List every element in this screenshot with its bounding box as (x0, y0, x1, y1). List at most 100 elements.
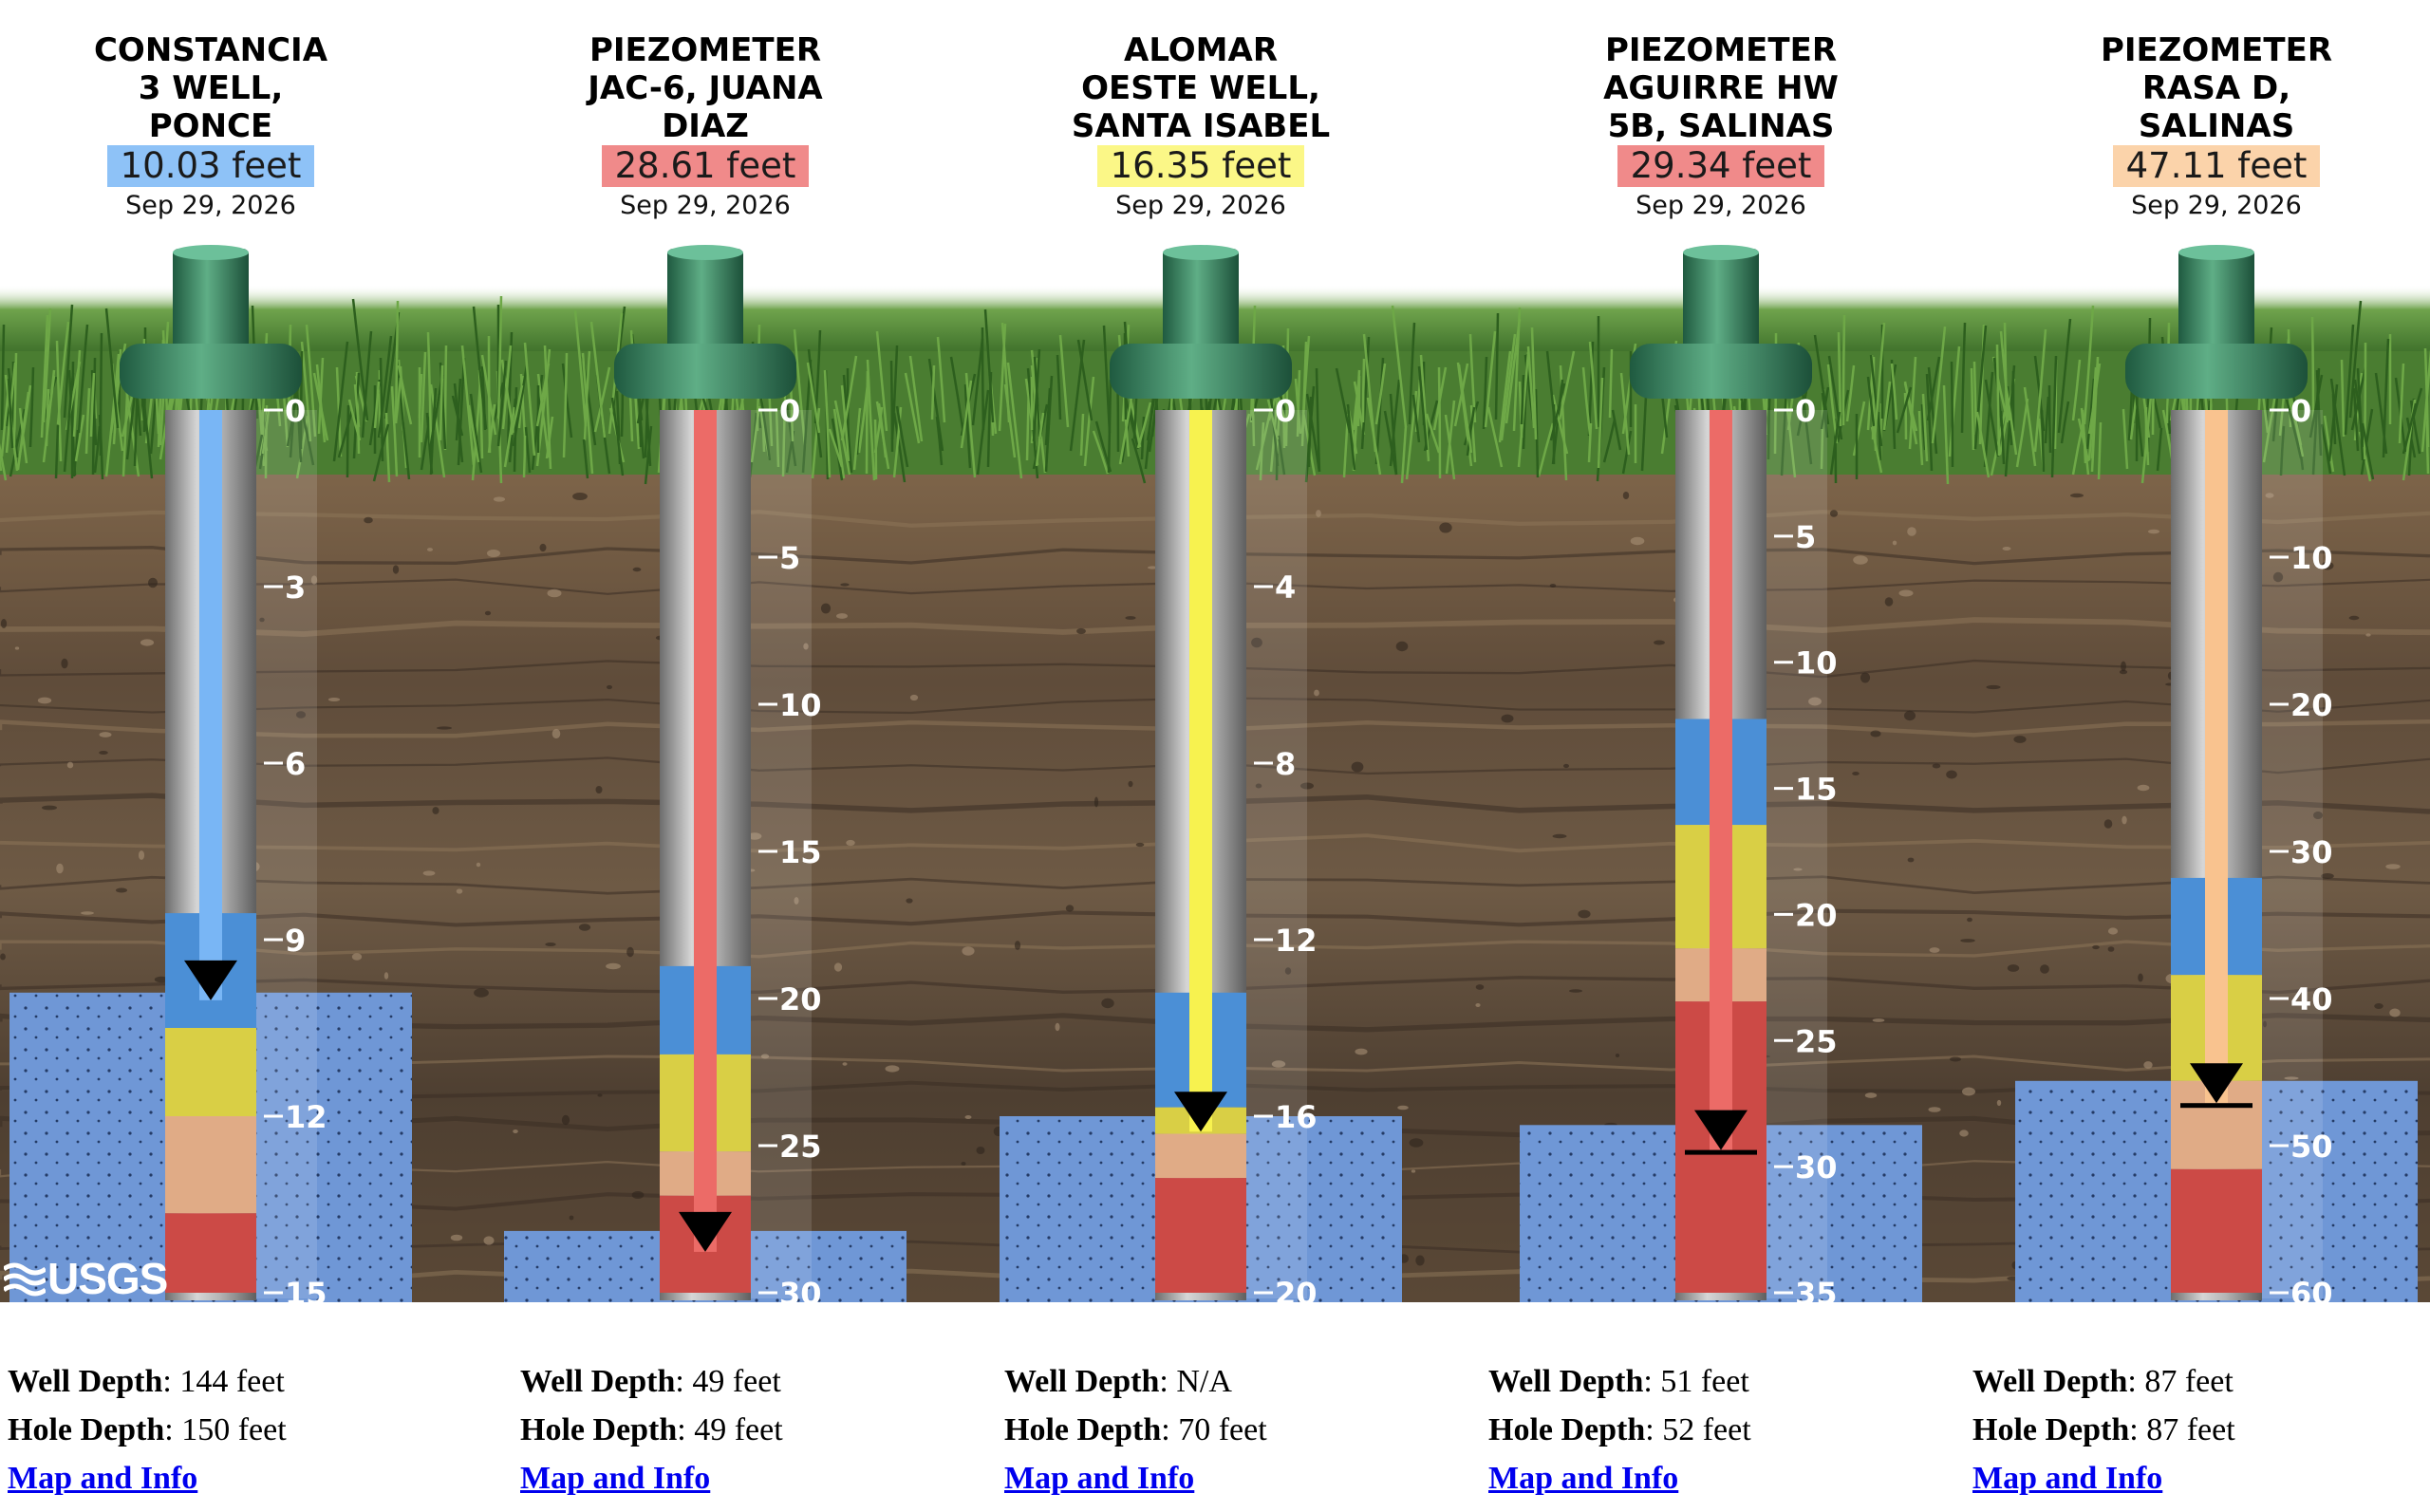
well-depth-row: Well Depth: 87 feet (1972, 1357, 2430, 1406)
well-cap-stem (1683, 249, 1759, 353)
scale-tick-label: 8 (1275, 746, 1296, 782)
well-depth-value: : 49 feet (675, 1364, 781, 1399)
well-cap-stem (173, 249, 249, 353)
water-level-marker-icon (2190, 1063, 2243, 1104)
scale-tick-label: 20 (2290, 687, 2333, 723)
map-and-info-link[interactable]: Map and Info (1972, 1461, 2163, 1496)
well-depth-value: : 87 feet (2127, 1364, 2234, 1399)
measurement-date: Sep 29, 2026 (2131, 191, 2302, 220)
scale-tick-label: 25 (1795, 1023, 1838, 1059)
scale-tick-label: 25 (779, 1129, 822, 1165)
well-name-line: OESTE WELL, (1081, 69, 1320, 107)
scale-tick-label: 16 (1275, 1099, 1318, 1135)
scale-tick-label: 40 (2290, 981, 2333, 1017)
well-cap-flange (1110, 344, 1292, 399)
scale-tick-label: 5 (779, 540, 800, 576)
well-name-line: CONSTANCIA (93, 31, 328, 69)
scale-tick-label: 4 (1275, 569, 1296, 606)
scale-tick-label: 15 (779, 834, 822, 870)
water-level-marker-icon (679, 1211, 732, 1252)
well-name-line: SALINAS (2138, 107, 2295, 145)
well-name-line: PIEZOMETER (589, 31, 821, 69)
well-name-line: DIAZ (662, 107, 749, 145)
well-cap-flange (120, 344, 302, 399)
band-red (1155, 1178, 1246, 1293)
hole-depth-value: : 70 feet (1161, 1412, 1267, 1447)
band-red (165, 1213, 256, 1293)
well-cap-top (1163, 245, 1239, 260)
well-cap-top (1683, 245, 1759, 260)
water-level-bar (1685, 1149, 1757, 1155)
usgs-logo: USGS (4, 1254, 168, 1303)
well-depth-label: Well Depth (520, 1364, 676, 1399)
scale-tick-label: 30 (779, 1276, 822, 1312)
well-name-line: 3 WELL, (138, 69, 284, 107)
water-level-marker-icon (184, 960, 237, 1000)
well-depth-label: Well Depth (1972, 1364, 2128, 1399)
band-yellow (165, 1028, 256, 1116)
hole-depth-label: Hole Depth (8, 1412, 165, 1447)
map-and-info-link[interactable]: Map and Info (520, 1461, 711, 1496)
water-level-value: 16.35 feet (1096, 145, 1305, 187)
well-cap-top (2178, 245, 2254, 260)
hole-depth-row: Hole Depth: 150 feet (8, 1406, 482, 1454)
scale-tick-label: 30 (1795, 1149, 1838, 1185)
hole-depth-row: Hole Depth: 70 feet (1004, 1406, 1479, 1454)
well-depth-value: : 144 feet (162, 1364, 285, 1399)
hole-depth-value: : 52 feet (1645, 1412, 1751, 1447)
map-and-info-link[interactable]: Map and Info (8, 1461, 198, 1496)
scale-tick-label: 35 (1795, 1276, 1838, 1312)
hole-depth-value: : 49 feet (677, 1412, 783, 1447)
well-name-line: PIEZOMETER (1604, 31, 1837, 69)
scale-tick-label: 15 (285, 1276, 327, 1312)
hole-depth-label: Hole Depth (1488, 1412, 1646, 1447)
water-level-value: 10.03 feet (106, 145, 315, 187)
measurement-date: Sep 29, 2026 (620, 191, 791, 220)
well-cap-top (173, 245, 249, 260)
well-name-line: AGUIRRE HW (1603, 69, 1839, 107)
well-depth-value: : 51 feet (1643, 1364, 1749, 1399)
scale-tick-label: 9 (285, 923, 306, 959)
water-level-value: 47.11 feet (2112, 145, 2321, 187)
well-cap-flange (1630, 344, 1812, 399)
map-and-info-link[interactable]: Map and Info (1488, 1461, 1679, 1496)
water-level-column (1189, 410, 1212, 1132)
well-depth-row: Well Depth: 144 feet (8, 1357, 482, 1406)
scale-tick-label: 20 (1795, 897, 1838, 933)
scale-tick-label: 5 (1795, 519, 1816, 555)
well-name-line: 5B, SALINAS (1607, 107, 1835, 145)
measurement-date: Sep 29, 2026 (1115, 191, 1286, 220)
well-cap-top (667, 245, 743, 260)
measurement-date: Sep 29, 2026 (125, 191, 296, 220)
scale-tick-label: 0 (779, 393, 800, 429)
band-tan (1155, 1133, 1246, 1179)
scale-tick-label: 0 (2290, 393, 2311, 429)
water-level-column (199, 410, 222, 1000)
scale-tick-label: 0 (285, 393, 306, 429)
well-name-line: JAC-6, JUANA (588, 69, 823, 107)
well-cap-flange (614, 344, 796, 399)
well-depth-row: Well Depth: 51 feet (1488, 1357, 1963, 1406)
usgs-logo-text: USGS (47, 1254, 168, 1303)
water-level-value: 28.61 feet (601, 145, 810, 187)
scale-tick-label: 50 (2290, 1129, 2333, 1165)
map-and-info-link[interactable]: Map and Info (1004, 1461, 1195, 1496)
scale-tick-label: 0 (1275, 393, 1296, 429)
water-level-column (2205, 410, 2228, 1104)
scale-tick-label: 0 (1795, 393, 1816, 429)
scale-tick-label: 12 (1275, 923, 1318, 959)
scale-tick-label: 60 (2290, 1276, 2333, 1312)
